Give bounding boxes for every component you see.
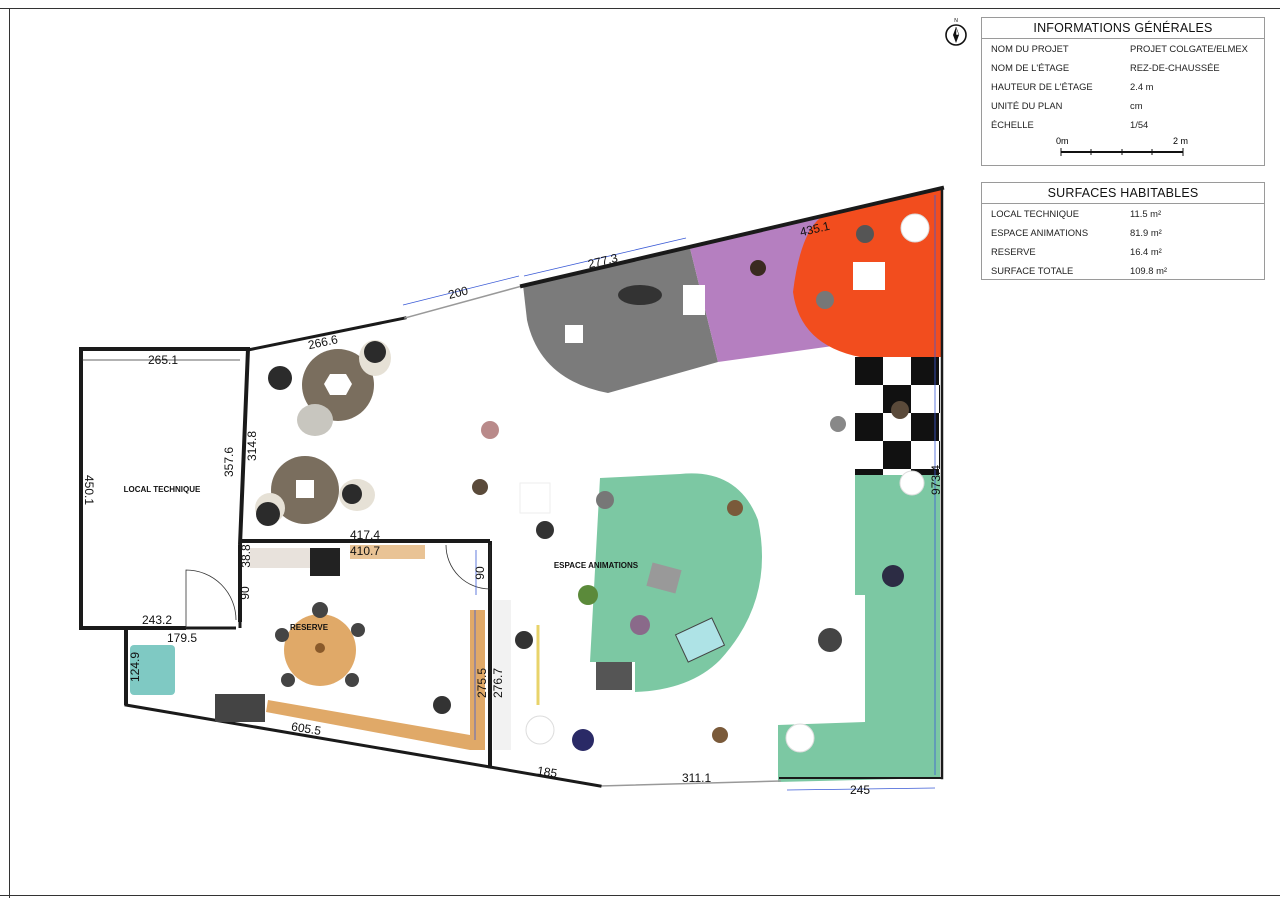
dim-245: 245 bbox=[850, 783, 870, 797]
dim-276-7: 276.7 bbox=[491, 668, 505, 698]
room-label-reserve: RESERVE bbox=[290, 623, 329, 632]
door-swing-reserve bbox=[445, 544, 491, 590]
outer-walls bbox=[124, 185, 945, 788]
door-swing-local bbox=[185, 569, 237, 628]
dim-275-5: 275.5 bbox=[475, 668, 489, 698]
dim-38-8: 38.8 bbox=[239, 544, 253, 568]
reserve-chairs bbox=[275, 602, 365, 687]
dim-417-4: 417.4 bbox=[350, 528, 380, 542]
dim-185: 185 bbox=[536, 764, 558, 781]
misc-furniture bbox=[250, 213, 930, 753]
compass-north-label: N bbox=[954, 18, 958, 24]
dim-243-2: 243.2 bbox=[142, 613, 172, 627]
dim-179-5: 179.5 bbox=[167, 631, 197, 645]
dim-265-1: 265.1 bbox=[148, 353, 178, 367]
room-label-espace-animations: ESPACE ANIMATIONS bbox=[554, 561, 639, 570]
lounge-table-top-center bbox=[324, 374, 352, 395]
lounge-table-bottom-center bbox=[296, 480, 314, 498]
scale-start-label: 0m bbox=[1056, 136, 1069, 146]
dim-314-8: 314.8 bbox=[245, 431, 259, 461]
scale-bar: 0m 2 m bbox=[982, 134, 1264, 162]
dim-973-4: 973.4 bbox=[929, 465, 943, 495]
reserve-shelf bbox=[350, 545, 425, 559]
dim-90-left: 90 bbox=[238, 586, 252, 600]
people bbox=[256, 225, 909, 751]
frame-bottom-line bbox=[0, 895, 1280, 896]
dim-266-6: 266.6 bbox=[307, 332, 340, 352]
dim-605-5: 605.5 bbox=[290, 719, 322, 738]
dim-200: 200 bbox=[447, 283, 470, 302]
room-label-local-technique: LOCAL TECHNIQUE bbox=[124, 485, 201, 494]
dim-435-1: 435.1 bbox=[799, 219, 832, 239]
dim-124-9: 124.9 bbox=[128, 652, 142, 682]
dim-311-1: 311.1 bbox=[682, 771, 711, 785]
floor-plan: 200 277.3 435.1 266.6 265.1 450.1 357.6 … bbox=[79, 185, 945, 797]
dim-450-1: 450.1 bbox=[82, 475, 96, 505]
dim-90-right: 90 bbox=[473, 566, 487, 580]
green-zone-right bbox=[778, 475, 940, 782]
surfaces-title: SURFACES HABITABLES bbox=[982, 183, 1264, 204]
compass-icon: N bbox=[945, 18, 967, 46]
dark-block bbox=[596, 662, 632, 690]
dim-410-7: 410.7 bbox=[350, 544, 380, 558]
scale-bar-graphic bbox=[1060, 148, 1184, 156]
frame-top-line bbox=[0, 8, 1280, 9]
dimension-lines bbox=[82, 195, 936, 791]
scale-end-label: 2 m bbox=[1173, 136, 1189, 146]
dim-357-6: 357.6 bbox=[222, 447, 236, 477]
frame-left-line bbox=[9, 8, 10, 898]
reserve-sink bbox=[215, 694, 265, 722]
reserve-counter bbox=[266, 610, 485, 750]
general-info-title: INFORMATIONS GÉNÉRALES bbox=[982, 18, 1264, 39]
reserve-bench bbox=[130, 645, 175, 695]
dim-277-3: 277.3 bbox=[587, 251, 620, 271]
grey-zone bbox=[523, 248, 718, 393]
